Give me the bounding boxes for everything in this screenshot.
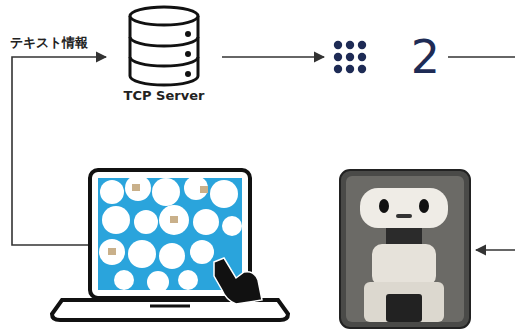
logo-dots (330, 37, 370, 77)
flow-arrow (222, 56, 324, 58)
text-info-label: テキスト情報 (10, 34, 88, 52)
logo-number: 2 (411, 30, 446, 84)
output-line (448, 56, 515, 58)
logo-node: 2 (326, 30, 446, 84)
input-line (476, 249, 515, 251)
robot-photo (340, 170, 470, 328)
database-icon (114, 4, 214, 88)
server-node: TCP Server (110, 4, 218, 103)
laptop-icon (52, 170, 288, 320)
node-label: TCP Server (110, 88, 218, 103)
